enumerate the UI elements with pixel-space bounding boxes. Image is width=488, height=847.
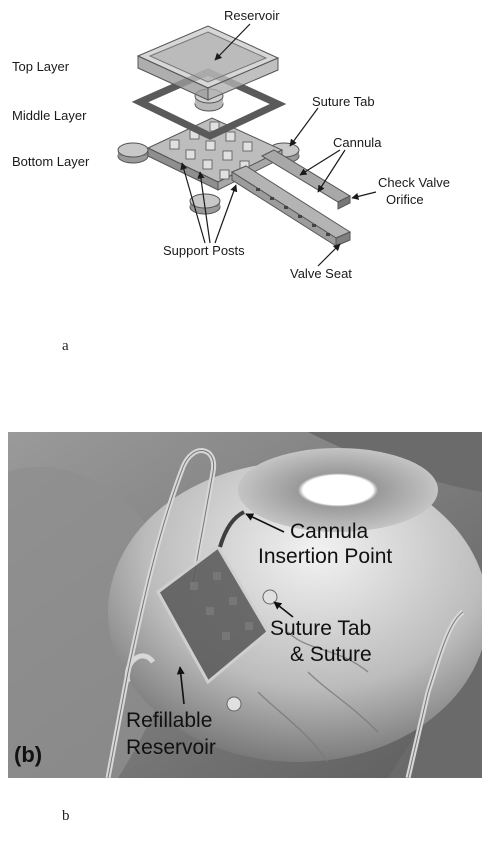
caption-a: a — [62, 338, 69, 354]
photo-arrows — [176, 513, 294, 705]
label-check-valve-1: Check Valve — [378, 175, 450, 190]
label-check-valve-2: Orifice — [386, 192, 424, 207]
label-cannula: Cannula — [333, 135, 382, 150]
panel-tag-b: (b) — [14, 742, 42, 767]
label-refillable-2: Reservoir — [126, 736, 216, 759]
label-middle-layer: Middle Layer — [12, 108, 87, 123]
cannula — [230, 149, 352, 247]
caption-b: b — [62, 808, 70, 824]
label-cannula-insertion-1: Cannula — [290, 520, 369, 543]
label-bottom-layer: Bottom Layer — [12, 154, 90, 169]
label-refillable-1: Refillable — [126, 709, 212, 732]
label-suture-tab-2: & Suture — [290, 643, 372, 666]
implant-reservoir — [156, 510, 278, 712]
blood-vessels — [257, 631, 379, 763]
label-top-layer: Top Layer — [12, 59, 70, 74]
support-posts — [169, 121, 253, 180]
label-suture-tab-1: Suture Tab — [270, 617, 371, 640]
label-suture-tab: Suture Tab — [312, 94, 375, 109]
leader-arrows — [180, 23, 377, 267]
label-cannula-insertion-2: Insertion Point — [258, 545, 392, 568]
label-reservoir: Reservoir — [224, 8, 280, 23]
label-support-posts: Support Posts — [163, 243, 245, 258]
label-valve-seat: Valve Seat — [290, 266, 352, 281]
top-layer — [136, 25, 280, 101]
device-exploded-diagram: Reservoir Top Layer Middle Layer Bottom … — [12, 8, 450, 281]
eye-implant-rendering: Cannula Insertion Point Suture Tab & Sut… — [8, 432, 482, 778]
